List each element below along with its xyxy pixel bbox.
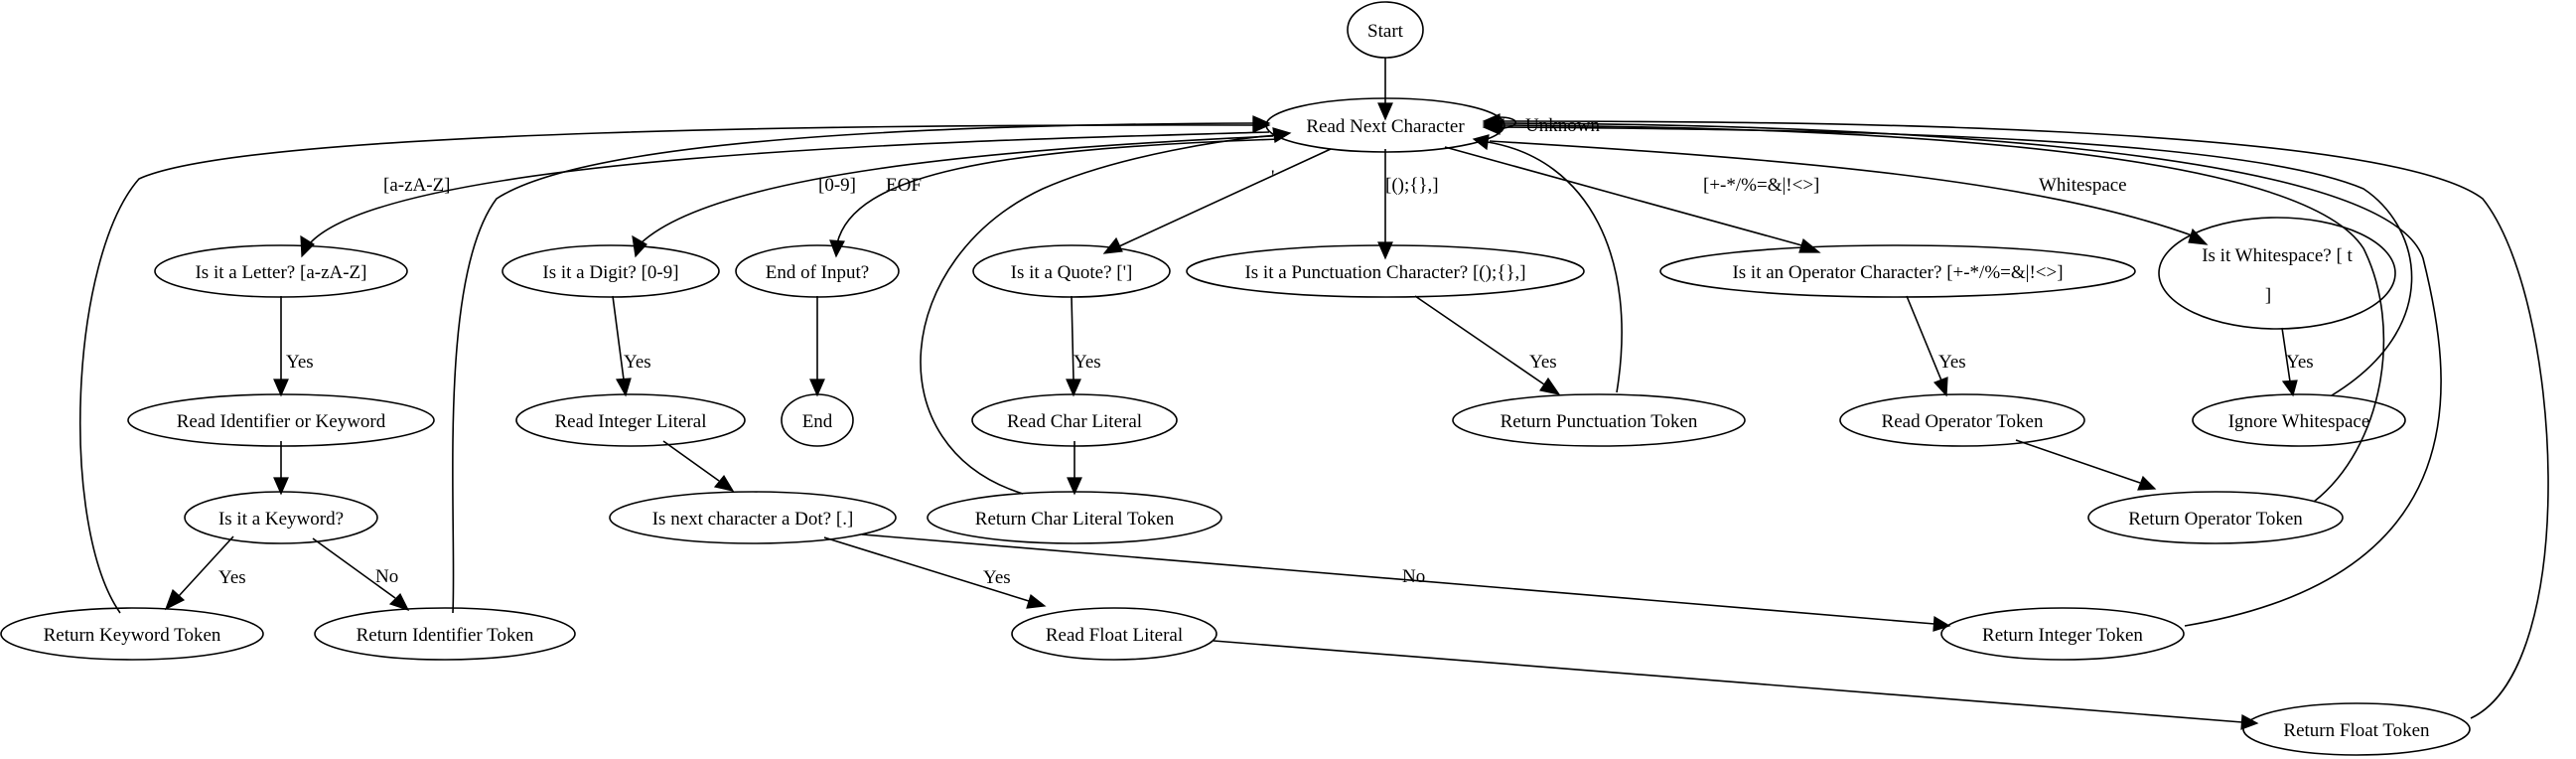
node-end-of-input: End of Input? xyxy=(735,244,900,298)
edge-label-digit: [0-9] xyxy=(818,175,856,196)
edge-label-yes-whitespace: Yes xyxy=(2286,352,2314,373)
node-is-letter: Is it a Letter? [a-zA-Z] xyxy=(154,244,408,298)
node-is-dot: Is next character a Dot? [.] xyxy=(609,491,897,544)
node-start: Start xyxy=(1347,1,1424,59)
edge-readfloat-retfloat xyxy=(1213,640,2259,730)
edge-label-yes-dot: Yes xyxy=(983,567,1011,588)
node-ret-punct: Return Punctuation Token xyxy=(1452,393,1746,447)
node-is-whitespace: Is it Whitespace? [ t ] xyxy=(2158,217,2396,330)
node-ret-ident-label: Return Identifier Token xyxy=(357,625,534,646)
node-read-char-label: Read Char Literal xyxy=(1007,411,1142,432)
node-read-op-label: Read Operator Token xyxy=(1882,411,2044,432)
node-read-float: Read Float Literal xyxy=(1011,607,1217,661)
node-is-digit: Is it a Digit? [0-9] xyxy=(501,244,720,298)
node-read-ident-label: Read Identifier or Keyword xyxy=(177,411,386,432)
edge-digit-readint xyxy=(612,295,632,397)
node-ret-punct-label: Return Punctuation Token xyxy=(1501,411,1698,432)
edge-label-operator: [+-*/%=&|!<>] xyxy=(1703,175,1819,196)
edge-readchar-retchar xyxy=(1067,441,1082,496)
edge-read-digit xyxy=(632,135,1274,258)
edge-label-yes-punct: Yes xyxy=(1529,352,1557,373)
node-ret-float: Return Float Token xyxy=(2242,702,2471,756)
node-ret-op-label: Return Operator Token xyxy=(2128,509,2303,530)
edge-whitespace-ignore xyxy=(2281,327,2298,397)
node-is-whitespace-label-1: Is it Whitespace? [ t xyxy=(2202,245,2353,266)
edge-read-punct xyxy=(1377,149,1393,260)
edge-ignore-read xyxy=(1482,119,2413,396)
node-read-next: Read Next Character xyxy=(1265,97,1505,153)
node-end: End xyxy=(781,393,854,447)
edge-dot-readfloat xyxy=(823,536,1047,609)
edge-retop-read xyxy=(1482,117,2385,503)
edge-read-operator xyxy=(1444,146,1821,253)
edge-readident-keyword xyxy=(273,441,289,496)
node-is-quote: Is it a Quote? ['] xyxy=(972,244,1171,298)
node-is-punct-label: Is it a Punctuation Character? [();{},] xyxy=(1244,262,1525,283)
node-read-op: Read Operator Token xyxy=(1839,393,2085,447)
edge-punct-retpunct xyxy=(1414,295,1561,395)
nodes: Start Read Next Character Is it a Letter… xyxy=(0,1,2471,756)
node-ret-keyword: Return Keyword Token xyxy=(0,607,264,661)
edge-read-eof xyxy=(829,138,1280,258)
edge-label-punct: [();{},] xyxy=(1385,175,1439,196)
node-is-quote-label: Is it a Quote? ['] xyxy=(1011,262,1133,283)
node-is-keyword: Is it a Keyword? xyxy=(184,491,378,544)
node-is-letter-label: Is it a Letter? [a-zA-Z] xyxy=(195,262,366,283)
edge-label-whitespace: Whitespace xyxy=(2039,175,2127,196)
node-end-of-input-label: End of Input? xyxy=(766,262,869,283)
node-is-keyword-label: Is it a Keyword? xyxy=(218,509,344,530)
node-ret-char: Return Char Literal Token xyxy=(927,491,1222,544)
edge-label-no-dot: No xyxy=(1402,566,1425,587)
edge-keyword-retkeyword xyxy=(164,535,234,611)
node-ignore-ws: Ignore Whitespace xyxy=(2192,393,2406,447)
edge-letter-readident xyxy=(273,296,289,397)
edges: Unknown [a-zA-Z] [0-9] EOF ' [ xyxy=(78,58,2549,730)
edge-read-quote xyxy=(1102,148,1332,254)
edge-label-eof: EOF xyxy=(886,175,922,196)
node-ret-int-label: Return Integer Token xyxy=(1982,625,2143,646)
edge-retchar-read xyxy=(920,127,1292,495)
edge-label-quote: ' xyxy=(1271,167,1274,188)
node-ret-float-label: Return Float Token xyxy=(2283,720,2430,741)
node-ret-op: Return Operator Token xyxy=(2087,491,2344,544)
node-read-int: Read Integer Literal xyxy=(515,393,746,447)
edge-readop-retop xyxy=(2015,439,2157,491)
edge-quote-readchar xyxy=(1066,295,1081,397)
edge-label-yes-operator: Yes xyxy=(1938,352,1966,373)
edge-retident-read xyxy=(452,115,1271,614)
node-end-label: End xyxy=(802,411,833,432)
edge-label-yes-quote: Yes xyxy=(1073,352,1101,373)
edge-operator-readop xyxy=(1906,295,1948,397)
node-is-digit-label: Is it a Digit? [0-9] xyxy=(542,262,678,283)
edge-label-letter: [a-zA-Z] xyxy=(383,175,451,196)
node-is-operator: Is it an Operator Character? [+-*/%=&|!<… xyxy=(1659,244,2136,298)
edge-label-yes-letter: Yes xyxy=(286,352,314,373)
edge-retpunct-read xyxy=(1472,134,1623,393)
node-read-int-label: Read Integer Literal xyxy=(555,411,707,432)
node-ret-keyword-label: Return Keyword Token xyxy=(44,625,221,646)
node-read-next-label: Read Next Character xyxy=(1306,116,1465,137)
edge-dot-retint xyxy=(861,533,1951,632)
node-start-label: Start xyxy=(1367,21,1404,42)
node-is-whitespace-label-2: ] xyxy=(2265,285,2271,306)
edge-readint-dot xyxy=(662,440,735,492)
node-read-char: Read Char Literal xyxy=(971,393,1178,447)
node-ret-int: Return Integer Token xyxy=(1940,607,2185,661)
node-read-float-label: Read Float Literal xyxy=(1046,625,1183,646)
node-ret-ident: Return Identifier Token xyxy=(314,607,576,661)
node-is-operator-label: Is it an Operator Character? [+-*/%=&|!<… xyxy=(1732,262,2063,283)
edge-eof-end xyxy=(809,296,825,397)
edge-label-no-keyword: No xyxy=(375,566,398,587)
node-ret-char-label: Return Char Literal Token xyxy=(975,509,1175,530)
node-ignore-ws-label: Ignore Whitespace xyxy=(2228,411,2370,432)
node-is-dot-label: Is next character a Dot? [.] xyxy=(652,509,854,530)
edge-label-yes-keyword: Yes xyxy=(218,567,246,588)
edge-keyword-retident xyxy=(312,537,410,612)
edge-label-yes-digit: Yes xyxy=(624,352,651,373)
node-read-ident: Read Identifier or Keyword xyxy=(127,393,435,447)
edge-start-read xyxy=(1377,58,1393,121)
node-is-punct: Is it a Punctuation Character? [();{},] xyxy=(1186,244,1585,298)
